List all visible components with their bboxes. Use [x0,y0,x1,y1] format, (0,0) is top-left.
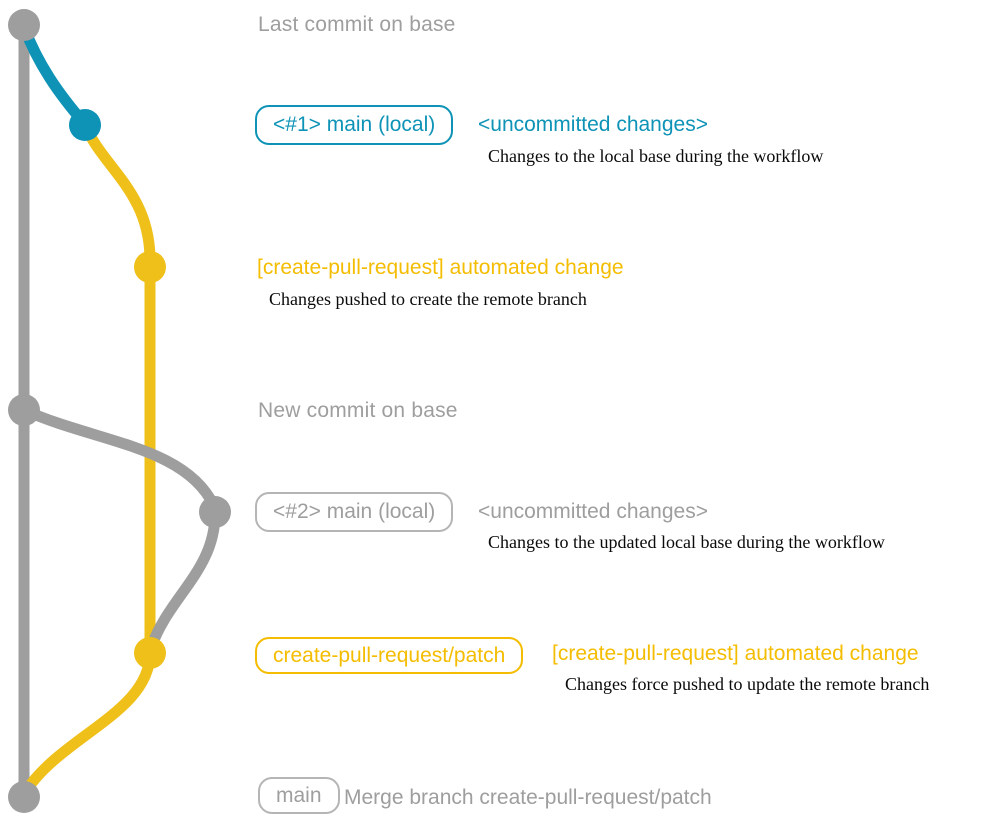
commit-dot-last-base [8,9,40,41]
branch-badge-main-local-2: <#2> main (local) [255,492,454,532]
commit-title-automated-1: [create-pull-request] automated change [257,256,624,279]
commit-title-automated-2: [create-pull-request] automated change [552,642,919,665]
branch-badge-main: main [258,777,340,814]
base-update-curve-back [145,506,221,654]
local-main-branch-curve [18,21,90,129]
commit-dot-automated-change-1 [134,251,166,283]
commit-dot-merge [8,781,40,813]
commit-dot-local-uncommitted-1 [69,109,101,141]
commit-dot-automated-change-2 [134,637,166,669]
new-commit-label: New commit on base [258,399,458,422]
patch-merge-curve [20,647,156,797]
commit-title-uncommitted-2: <uncommitted changes> [478,500,708,523]
commit-caption-uncommitted-1: Changes to the local base during the wor… [488,146,824,166]
commit-title-merge: Merge branch create-pull-request/patch [344,786,712,809]
last-commit-label: Last commit on base [258,13,456,36]
commit-caption-uncommitted-2: Changes to the updated local base during… [488,532,885,552]
patch-branch-curve-top [79,119,156,266]
branch-badge-patch: create-pull-request/patch [255,637,524,674]
commit-title-uncommitted-1: <uncommitted changes> [478,113,708,136]
commit-dot-new-base [8,394,40,426]
commit-caption-automated-1: Changes pushed to create the remote bran… [269,289,587,309]
base-update-curve-out [18,404,220,512]
commit-caption-automated-2: Changes force pushed to update the remot… [565,674,930,694]
git-graph [8,9,231,813]
commit-dot-local-uncommitted-2 [199,496,231,528]
branch-badge-main-local-1: <#1> main (local) [255,105,454,145]
